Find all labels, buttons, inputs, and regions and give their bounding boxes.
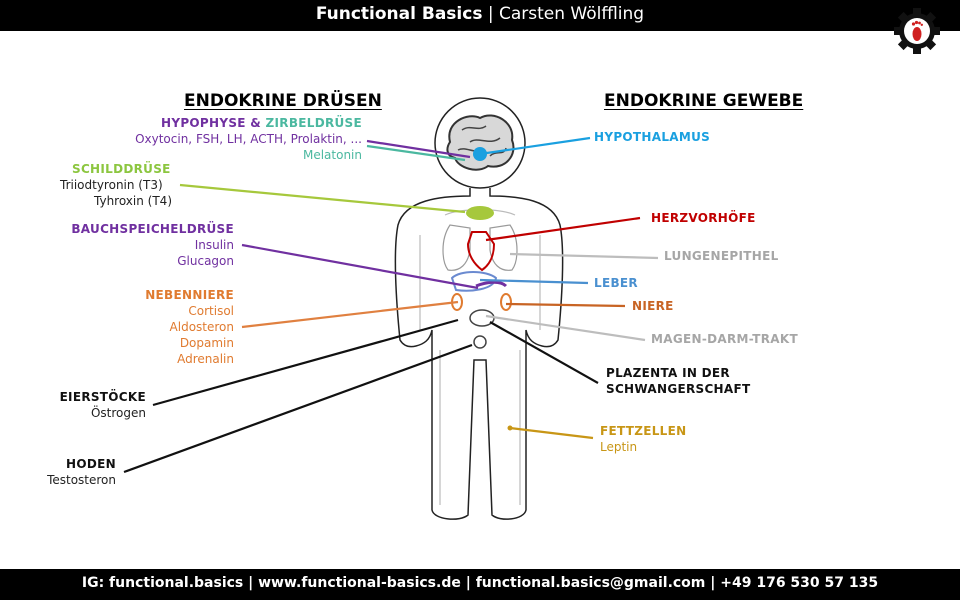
label-hoden: HODEN Testosteron: [47, 456, 116, 488]
pancreas-shape: [475, 280, 508, 288]
line-zirbel-teal: [366, 144, 466, 162]
plazenta-title-1: PLAZENTA IN DER: [606, 366, 730, 380]
line-niere: [505, 302, 626, 308]
body-outline: [394, 188, 564, 520]
hypophyse-title: HYPOPHYSE &: [160, 116, 266, 130]
fett-title: FETTZELLEN: [600, 424, 687, 438]
brand-name: Functional Basics: [315, 4, 483, 24]
leber-title: LEBER: [594, 276, 638, 290]
label-fettzellen: FETTZELLEN Leptin: [600, 423, 686, 455]
line-schilddruese: [179, 183, 466, 214]
line-lunge: [509, 252, 659, 260]
label-eierstoecke: EIERSTÖCKE Östrogen: [60, 389, 146, 421]
niere-title: NIERE: [632, 299, 674, 313]
heart-shape: [466, 231, 496, 272]
nebenniere-title: NEBENNIERE: [145, 288, 234, 302]
label-magen-darm: MAGEN-DARM-TRAKT: [651, 331, 798, 347]
heading-endokrine-druesen: ENDOKRINE DRÜSEN: [184, 91, 382, 111]
herz-title: HERZVORHÖFE: [651, 211, 756, 225]
hoden-title: HODEN: [66, 457, 116, 471]
label-schilddruese: SCHILDDRÜSE Triiodtyronin (T3) Tyhroxin …: [60, 161, 172, 209]
nebenniere-h4: Adrenalin: [177, 352, 234, 366]
line-magen: [485, 314, 646, 342]
nebenniere-h3: Dopamin: [179, 336, 234, 350]
header-separator: |: [482, 4, 499, 24]
line-hypophyse-purple: [366, 139, 471, 159]
thyroid-shape: [466, 206, 494, 220]
heading-endokrine-gewebe: ENDOKRINE GEWEBE: [604, 91, 804, 111]
hoden-h1: Testosteron: [47, 473, 116, 487]
magen-title: MAGEN-DARM-TRAKT: [651, 332, 798, 346]
line-fett: [509, 426, 594, 440]
gear-footprint-logo-icon: [894, 8, 940, 54]
brain-illustration: [446, 114, 515, 171]
line-eierstoecke: [152, 318, 459, 407]
bauch-h1: Insulin: [194, 238, 234, 252]
footer-bar: IG: functional.basics | www.functional-b…: [0, 569, 960, 600]
line-nebenniere: [241, 300, 459, 329]
label-bauchspeicheldruese: BAUCHSPEICHELDRÜSE Insulin Glucagon: [71, 221, 234, 269]
bauch-title: BAUCHSPEICHELDRÜSE: [71, 222, 234, 236]
intestine-shape: [469, 309, 495, 327]
label-herzvorhoefe: HERZVORHÖFE: [651, 210, 756, 226]
label-nebenniere: NEBENNIERE Cortisol Aldosteron Dopamin A…: [145, 287, 234, 367]
line-hypothalamus: [479, 136, 591, 156]
label-hypophyse: HYPOPHYSE & ZIRBELDRÜSE Oxytocin, FSH, L…: [135, 115, 362, 163]
lunge-title: LUNGENEPITHEL: [664, 249, 779, 263]
head-outline: [434, 97, 526, 189]
nebenniere-h2: Aldosteron: [169, 320, 234, 334]
zirbeldruese-hormones: Melatonin: [302, 148, 362, 162]
schilddruese-h1: Triiodtyronin (T3): [60, 178, 163, 192]
label-leber: LEBER: [594, 275, 638, 291]
fett-hormone: Leptin: [600, 440, 638, 454]
eierstoecke-title: EIERSTÖCKE: [59, 390, 146, 404]
label-plazenta: PLAZENTA IN DER SCHWANGERSCHAFT: [606, 365, 750, 397]
kidney-right-shape: [500, 293, 512, 311]
schilddruese-h2: Tyhroxin (T4): [94, 194, 172, 208]
header-bar: Functional Basics | Carsten Wölffling: [0, 0, 960, 31]
label-lungenepithel: LUNGENEPITHEL: [664, 248, 779, 264]
liver-shape: [450, 271, 498, 292]
plazenta-title-2: SCHWANGERSCHAFT: [606, 382, 751, 396]
hypothalamus-title: HYPOTHALAMUS: [594, 130, 711, 144]
hypophyse-hormones: Oxytocin, FSH, LH, ACTH, Prolaktin, ...: [135, 132, 362, 146]
nebenniere-h1: Cortisol: [188, 304, 234, 318]
zirbeldruese-title: ZIRBELDRÜSE: [265, 116, 362, 130]
eierstoecke-h1: Östrogen: [90, 406, 146, 420]
line-plazenta: [489, 321, 599, 384]
line-herz: [485, 216, 641, 242]
label-hypothalamus: HYPOTHALAMUS: [594, 129, 710, 145]
schilddruese-title: SCHILDDRÜSE: [72, 162, 171, 176]
label-niere: NIERE: [632, 298, 674, 314]
footer-contact: IG: functional.basics | www.functional-b…: [81, 575, 879, 591]
header-title: Functional Basics | Carsten Wölffling: [0, 4, 960, 24]
line-hoden: [123, 343, 473, 474]
bauch-h2: Glucagon: [177, 254, 234, 268]
author-name: Carsten Wölffling: [499, 4, 645, 24]
testes-shape: [473, 335, 487, 349]
line-bauch: [241, 243, 479, 290]
line-leber: [479, 278, 589, 285]
